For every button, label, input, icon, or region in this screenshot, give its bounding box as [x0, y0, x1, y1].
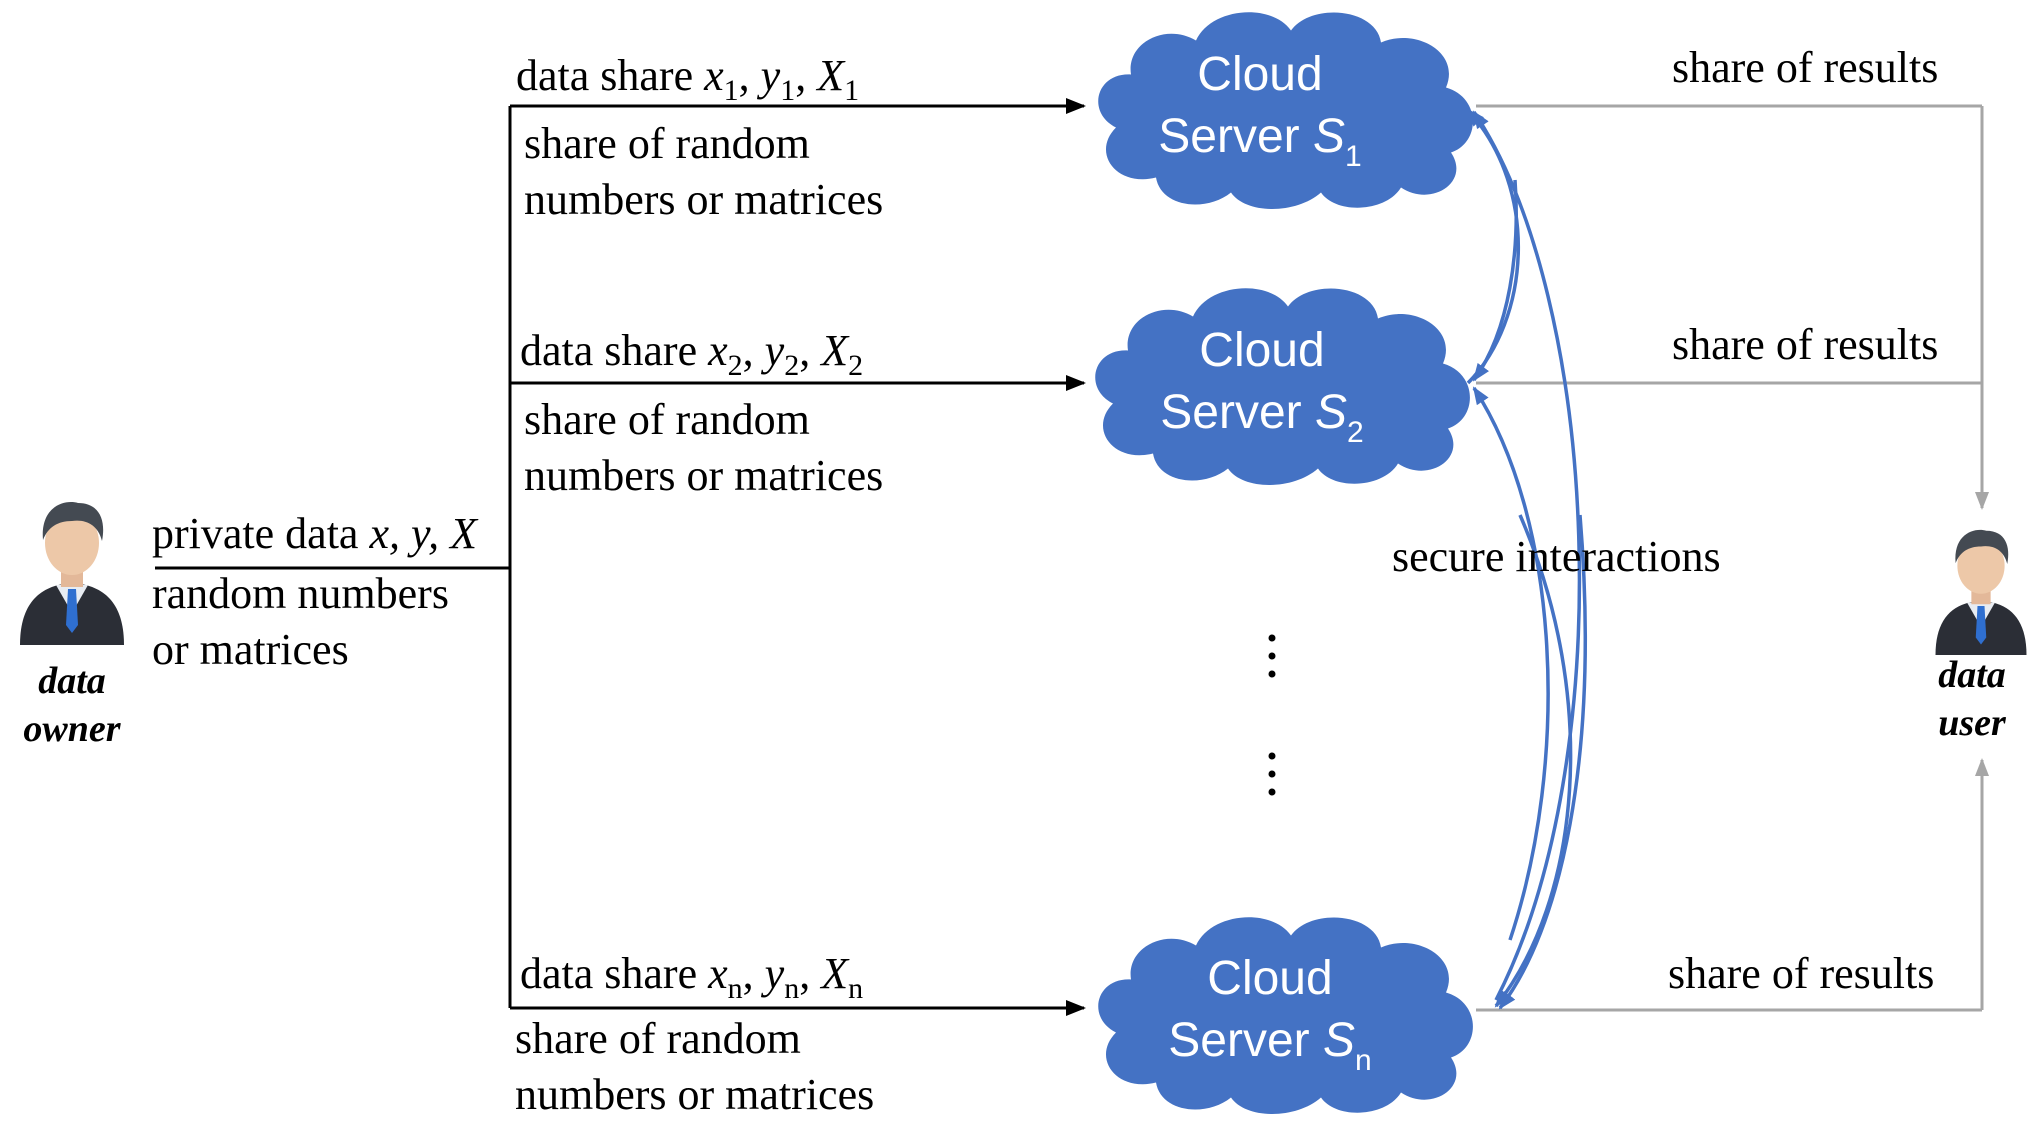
owner-random-line1: random numbers: [152, 569, 449, 618]
owner-random-line2: or matrices: [152, 625, 349, 674]
result-label-s2: share of results: [1672, 320, 1938, 369]
random-share-s1-line1: share of random: [524, 119, 810, 168]
vertical-ellipsis-icon: [1268, 634, 1276, 796]
interaction-s2-to-sn: [1494, 514, 1573, 1008]
interaction-sn-to-s1: [1472, 110, 1582, 1001]
random-share-s2-line1: share of random: [524, 395, 810, 444]
private-data-label: private data x, y, X: [152, 509, 479, 558]
user-role-line2: user: [1938, 702, 2007, 744]
owner-role-line1: data: [38, 660, 106, 702]
interaction-s1-to-s2: [1472, 179, 1518, 382]
random-share-s1-line2: numbers or matrices: [524, 175, 883, 224]
random-share-sn-line2: numbers or matrices: [515, 1070, 874, 1119]
cloud-server-1-line1: Cloud: [1197, 48, 1322, 101]
user-role-line1: data: [1938, 654, 2006, 696]
owner-connections: [155, 98, 1086, 1016]
data-share-label-s2: data share x2, y2, X2: [520, 326, 863, 382]
businessman-icon: [20, 502, 124, 645]
secure-interactions-label: secure interactions: [1392, 532, 1721, 581]
interaction-upper-to-sn: [1498, 514, 1587, 1010]
secure-interaction-arrows: [1466, 108, 1587, 1010]
interaction-sn-to-s2: [1472, 386, 1550, 941]
result-label-sn: share of results: [1668, 949, 1934, 998]
owner-role-line2: owner: [23, 708, 121, 750]
data-share-label-sn: data share xn, yn, Xn: [520, 949, 863, 1005]
cloud-server-2[interactable]: Cloud Server S2: [1095, 288, 1470, 485]
data-owner: data owner: [20, 502, 124, 750]
cloud-server-n[interactable]: Cloud Server Sn: [1098, 917, 1473, 1114]
cloud-server-2-line2: Server S2: [1160, 386, 1363, 449]
cloud-server-n-line1: Cloud: [1207, 952, 1332, 1005]
random-share-s2-line2: numbers or matrices: [524, 451, 883, 500]
result-connections: [1476, 104, 1989, 1012]
data-share-label-s1: data share x1, y1, X1: [516, 51, 859, 107]
businessman-icon: [1935, 529, 2027, 655]
cloud-server-n-line2: Server Sn: [1168, 1014, 1371, 1077]
cloud-server-1[interactable]: Cloud Server S1: [1098, 12, 1473, 210]
result-label-s1: share of results: [1672, 43, 1938, 92]
cloud-server-2-line1: Cloud: [1199, 324, 1324, 377]
random-share-sn-line1: share of random: [515, 1014, 801, 1063]
cloud-server-1-line2: Server S1: [1158, 110, 1361, 173]
data-user: data user: [1935, 529, 2027, 744]
